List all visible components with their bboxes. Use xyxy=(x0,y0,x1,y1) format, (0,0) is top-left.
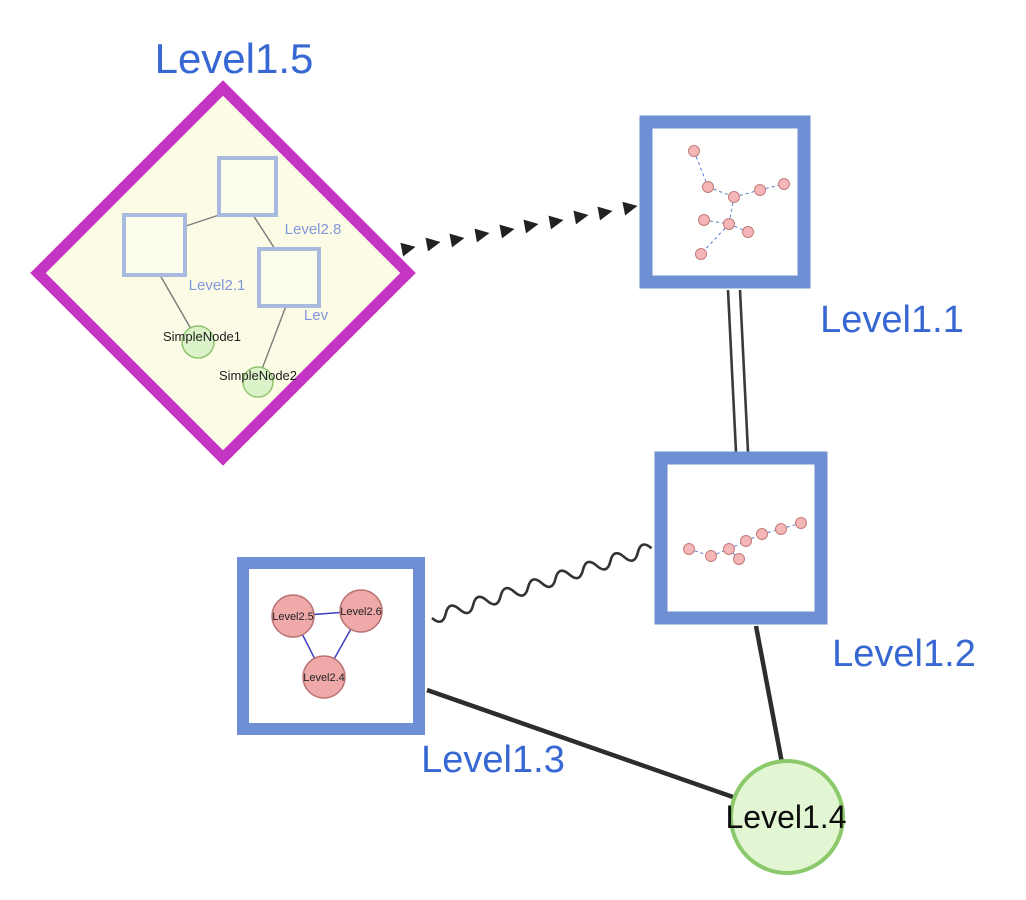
node-label-level1-1: Level1.1 xyxy=(820,299,964,341)
group-shape-level1-2[interactable] xyxy=(654,451,828,625)
inner-edge[interactable] xyxy=(159,274,192,330)
inner-graph-level1-3: Level2.5 Level2.6 Level2.4 xyxy=(271,589,383,699)
inner-node-label-level2-1: Level2.1 xyxy=(189,277,246,294)
inner-node-label-level2-5: Level2.5 xyxy=(272,611,314,623)
inner-graph-node[interactable] xyxy=(702,181,714,193)
inner-node-level2-4[interactable] xyxy=(302,655,346,699)
inner-graph-node[interactable] xyxy=(795,517,807,529)
node-level1-3[interactable]: Level2.5 Level2.6 Level2.4 xyxy=(237,557,425,735)
inner-node-label-level2-x: Lev xyxy=(304,307,329,324)
inner-graph-node[interactable] xyxy=(756,528,768,540)
inner-edge[interactable] xyxy=(252,214,276,250)
diamond-shape-level1-5[interactable] xyxy=(30,80,416,466)
inner-graph-node[interactable] xyxy=(723,218,735,230)
inner-node-label-level2-8: Level2.8 xyxy=(285,221,342,238)
node-label-level1-4: Level1.4 xyxy=(726,799,847,835)
inner-node-label-simplenode1: SimpleNode1 xyxy=(163,329,241,344)
inner-node-label-level2-4: Level2.4 xyxy=(303,672,345,684)
inner-node-level2-x[interactable] xyxy=(257,247,321,308)
inner-node-level2-6[interactable] xyxy=(339,589,383,633)
inner-graph-node[interactable] xyxy=(705,550,717,562)
group-shape-level1-1[interactable] xyxy=(639,115,811,289)
inner-graph-node[interactable] xyxy=(688,145,700,157)
node-level1-2[interactable] xyxy=(654,451,828,625)
inner-edge[interactable] xyxy=(261,305,287,370)
inner-node-simplenode2[interactable] xyxy=(242,366,274,398)
node-level1-5[interactable]: Level2.8 Level2.1 Lev SimpleNode1 Simple… xyxy=(30,80,416,466)
edge-double-line-left xyxy=(726,289,738,453)
node-level1-1[interactable] xyxy=(639,115,811,289)
inner-graph-level1-2 xyxy=(683,517,807,565)
group-shape-level1-3[interactable] xyxy=(237,557,425,735)
inner-graph-node[interactable] xyxy=(742,226,754,238)
inner-node-level2-5[interactable] xyxy=(271,594,315,638)
inner-node-level2-8[interactable] xyxy=(217,156,278,217)
node-label-level1-5: Level1.5 xyxy=(155,35,314,82)
inner-graph-node[interactable] xyxy=(778,178,790,190)
node-label-level1-2: Level1.2 xyxy=(832,633,976,675)
inner-graph-node[interactable] xyxy=(695,248,707,260)
edge-level13-level14-solid[interactable] xyxy=(426,687,771,813)
inner-node-simplenode1[interactable] xyxy=(181,325,215,359)
inner-graph-node[interactable] xyxy=(775,523,787,535)
inner-node-label-simplenode2: SimpleNode2 xyxy=(219,368,297,383)
edge-level11-level12-double[interactable] xyxy=(726,289,750,453)
inner-graph-node[interactable] xyxy=(728,191,740,203)
node-label-level1-3: Level1.3 xyxy=(421,739,565,781)
edge-double-line-right xyxy=(738,289,750,453)
inner-graph-edge[interactable] xyxy=(700,223,730,255)
inner-node-level2-1[interactable] xyxy=(122,213,187,277)
inner-graph-edge[interactable] xyxy=(703,219,730,225)
inner-graph-node[interactable] xyxy=(740,535,752,547)
inner-graph-node[interactable] xyxy=(754,184,766,196)
edge-level15-level11-dashed-arrow[interactable] xyxy=(400,201,638,257)
inner-graph-node[interactable] xyxy=(683,543,695,555)
inner-graph-node[interactable] xyxy=(698,214,710,226)
inner-graph-edge[interactable] xyxy=(733,189,761,198)
circle-shape-level1-4[interactable] xyxy=(729,759,845,875)
inner-graph-edge[interactable] xyxy=(707,186,735,198)
inner-graph-edge[interactable] xyxy=(693,150,709,188)
inner-graph-edge[interactable] xyxy=(728,196,735,225)
edge-level13-level12-wavy[interactable] xyxy=(431,543,653,624)
inner-graph-node[interactable] xyxy=(723,543,735,555)
inner-graph-level1-1 xyxy=(688,145,790,260)
inner-node-label-level2-6: Level2.6 xyxy=(340,606,382,618)
node-level1-4[interactable]: Level1.4 xyxy=(726,759,847,875)
inner-graph-node[interactable] xyxy=(733,553,745,565)
